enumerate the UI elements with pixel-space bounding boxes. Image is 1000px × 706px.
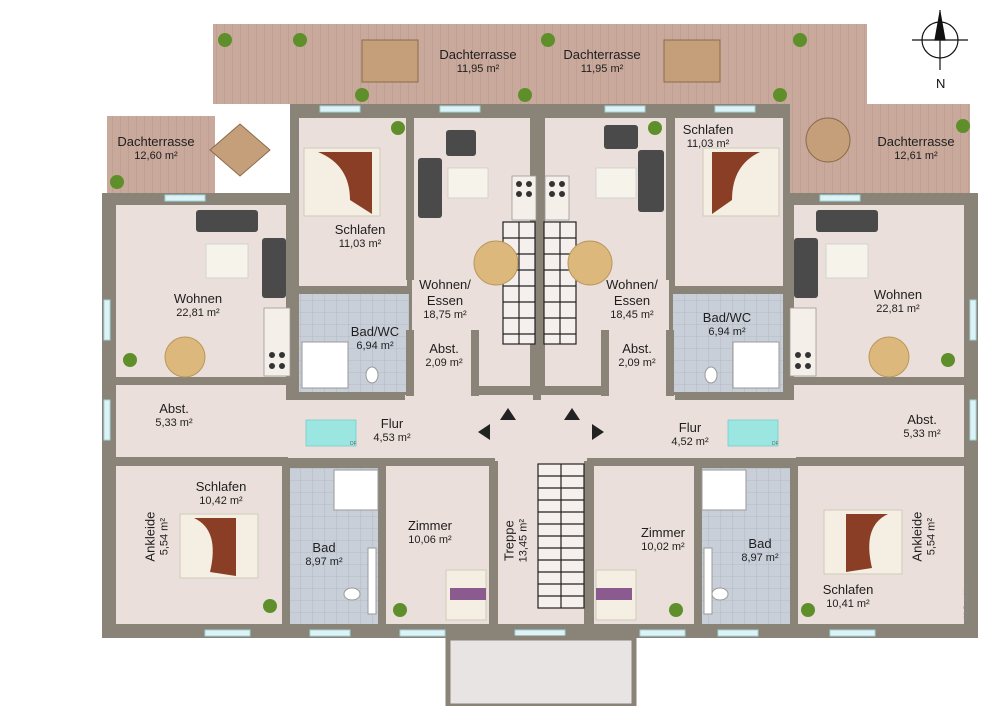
bathroom-tiles: [290, 292, 790, 624]
beds: [179, 147, 903, 621]
entrance-canopy: [445, 635, 637, 706]
room-label-ankleide-right: Ankleide 5,54 m²: [909, 511, 938, 562]
room-label-schlafen-bottom-right: Schlafen 10,41 m²: [822, 582, 874, 610]
staircase-bottom: [537, 463, 585, 609]
compass-rose-icon: [912, 10, 968, 70]
windows: [103, 105, 977, 637]
room-label-abst-right: Abst. 5,33 m²: [903, 412, 941, 440]
mirror-df-label-left: DF: [350, 441, 357, 447]
room-label-treppe: Treppe 13,45 m²: [501, 518, 530, 563]
room-label-dachterrasse-top-left: Dachterrasse 11,95 m²: [439, 47, 517, 75]
room-label-abst-left: Abst. 5,33 m²: [155, 401, 193, 429]
room-label-wohnen-essen-left: Wohnen/ Essen 18,75 m²: [419, 277, 471, 321]
room-label-ankleide-left: Ankleide 5,54 m²: [142, 511, 171, 562]
dining-tables: [164, 240, 910, 378]
room-label-bad-wc-left: Bad/WC 6,94 m²: [350, 324, 400, 352]
room-label-dachterrasse-left: Dachterrasse 12,60 m²: [117, 134, 195, 162]
room-label-schlafen-top-right: Schlafen 11,03 m²: [682, 122, 734, 150]
plants: [110, 33, 970, 617]
room-label-wohnen-essen-right: Wohnen/ Essen 18,45 m²: [606, 277, 658, 321]
room-label-wohnen-right: Wohnen 22,81 m²: [873, 287, 923, 315]
room-label-zimmer-right: Zimmer 10,02 m²: [640, 525, 686, 553]
room-label-bad-right: Bad 8,97 m²: [741, 536, 779, 564]
kitchen-counters: [263, 175, 817, 377]
room-label-dachterrasse-top-right: Dachterrasse 11,95 m²: [563, 47, 641, 75]
room-label-flur-left: Flur 4,53 m²: [373, 416, 411, 444]
direction-arrows: [478, 408, 604, 440]
north-label: N: [936, 76, 946, 91]
room-label-bad-wc-right: Bad/WC 6,94 m²: [702, 310, 752, 338]
credit-label: McGrundriss: [964, 583, 970, 618]
bathroom-fixtures: [301, 341, 780, 615]
staircase-top-left: [502, 221, 536, 345]
room-label-dachterrasse-right: Dachterrasse 12,61 m²: [877, 134, 955, 162]
room-label-wohnen-left: Wohnen 22,81 m²: [173, 291, 223, 319]
room-label-abst-small-left: Abst. 2,09 m²: [425, 341, 463, 369]
room-label-zimmer-left: Zimmer 10,06 m²: [407, 518, 453, 546]
coffee-tables: [205, 167, 869, 279]
room-label-schlafen-top-left: Schlafen 11,03 m²: [334, 222, 386, 250]
mirror-df-label-right: DF: [772, 441, 779, 447]
room-label-schlafen-bottom-left: Schlafen 10,42 m²: [195, 479, 247, 507]
hall-mirrors: [305, 419, 779, 447]
terrace-furniture: [209, 39, 851, 177]
room-floors: [116, 118, 964, 624]
stovetops: [269, 181, 811, 369]
staircase-top-right: [543, 221, 577, 345]
room-label-abst-small-right: Abst. 2,09 m²: [618, 341, 656, 369]
room-label-bad-left: Bad 8,97 m²: [305, 540, 343, 568]
sofas: [196, 125, 878, 298]
room-label-flur-right: Flur 4,52 m²: [671, 420, 709, 448]
